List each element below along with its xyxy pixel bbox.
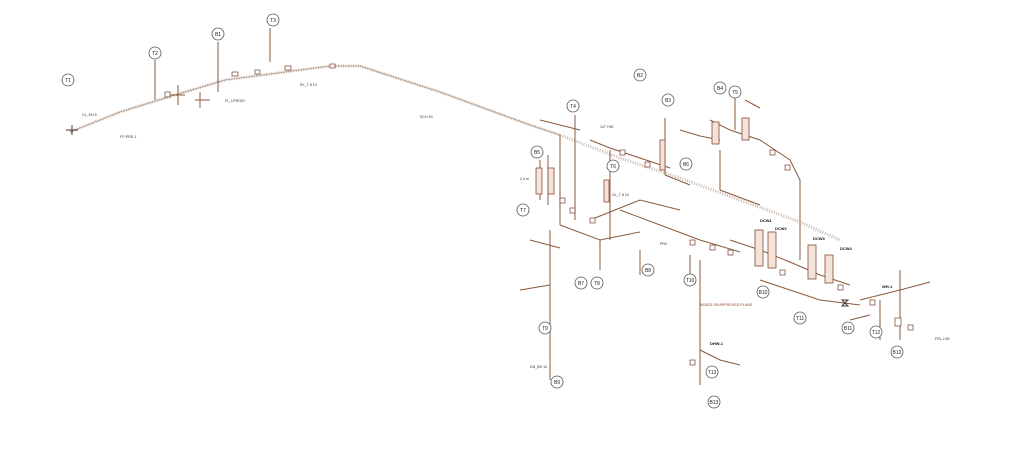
tag-bubble: B1	[211, 27, 225, 41]
tag-bubble: B6	[679, 157, 693, 171]
svg-text:T4: T4	[570, 104, 576, 110]
tag-bubble: B5	[530, 145, 544, 159]
svg-text:B10: B10	[759, 290, 768, 296]
tag-bubble: T2	[148, 46, 162, 60]
svg-text:T9: T9	[542, 326, 548, 332]
svg-text:T11: T11	[796, 316, 804, 322]
annotation-label: SCH 40	[420, 115, 433, 119]
svg-text:T10: T10	[686, 278, 695, 284]
annotation-label: DHW-1	[710, 341, 724, 346]
annotation-label: FL_LPRODI	[225, 99, 245, 103]
tag-bubble: T6	[606, 159, 620, 173]
tag-bubble: T10	[683, 273, 697, 287]
tag-bubble: T3	[266, 13, 280, 27]
tag-bubble: T13	[705, 365, 719, 379]
svg-text:T6: T6	[610, 164, 616, 170]
central-cluster	[519, 95, 931, 385]
svg-text:T13: T13	[708, 370, 717, 376]
left-branch	[66, 28, 360, 135]
tag-bubble: B7	[574, 276, 588, 290]
svg-text:T2: T2	[152, 51, 158, 57]
annotation-label: DCW3	[813, 236, 826, 241]
tag-bubble: B10	[756, 285, 770, 299]
tag-bubble: B4	[713, 81, 727, 95]
annotation-label: BASED ON APPROVED PLANS	[700, 303, 753, 307]
svg-text:B12: B12	[893, 350, 902, 356]
annotation-label: FP-PRD-1	[120, 135, 137, 139]
svg-text:B4: B4	[717, 86, 723, 92]
svg-text:B1: B1	[215, 32, 221, 38]
annotation-label: DCW4	[840, 246, 853, 251]
tag-bubble: T4	[566, 99, 580, 113]
annotation-label: FRL 2.80	[935, 337, 950, 341]
water-heater-block	[754, 229, 764, 267]
svg-text:B9: B9	[554, 380, 560, 386]
tag-bubble: B2	[633, 68, 647, 82]
svg-text:B13: B13	[710, 400, 719, 406]
tag-bubble: B9	[550, 375, 564, 389]
svg-text:B8: B8	[645, 268, 651, 274]
water-heater-block	[824, 254, 834, 284]
annotation-label: DCW2	[775, 226, 788, 231]
riser-block	[547, 167, 555, 195]
svg-text:T5: T5	[732, 90, 738, 96]
annotation-label: 1/2" HW	[600, 125, 614, 129]
pump-block	[741, 117, 750, 141]
pump-block	[711, 121, 720, 145]
tag-bubble: T7	[516, 203, 530, 217]
annotation-label: PRV	[660, 242, 668, 246]
svg-text:B7: B7	[578, 281, 584, 287]
svg-text:B5: B5	[534, 150, 540, 156]
annotation-label: 2.4 m	[520, 177, 529, 181]
tag-bubble: T11	[793, 311, 807, 325]
svg-text:B6: B6	[683, 162, 689, 168]
svg-text:T8: T8	[594, 281, 600, 287]
svg-text:T1: T1	[65, 78, 71, 84]
tag-bubble: B13	[707, 395, 721, 409]
water-heater-block	[807, 244, 817, 280]
riser-block	[535, 167, 543, 195]
annotation-label: DN_BH 10	[530, 365, 547, 369]
tag-bubble: B3	[661, 93, 675, 107]
annotation-label: CL_EN 5	[82, 113, 97, 117]
main-diagonal-pipe	[359, 64, 561, 137]
svg-text:T7: T7	[520, 208, 526, 214]
annotation-label: RL_T 8 10	[300, 83, 317, 87]
tag-bubble: T9	[538, 321, 552, 335]
svg-text:B11: B11	[844, 326, 853, 332]
tag-bubble: T5	[728, 85, 742, 99]
tag-bubble: B8	[641, 263, 655, 277]
annotations: CL_EN 5 FP-PRD-1 FL_LPRODI RL_T 8 10 DCW…	[82, 83, 950, 369]
tag-bubble: B12	[890, 345, 904, 359]
svg-text:B3: B3	[665, 98, 671, 104]
svg-text:B2: B2	[637, 73, 643, 79]
annotation-label: WH-1	[882, 284, 893, 289]
riser-block	[659, 139, 666, 171]
tag-bubble: T1	[61, 73, 75, 87]
water-heater-block	[767, 231, 777, 269]
tag-bubble: B11	[841, 321, 855, 335]
tag-bubbles: T1 T2 B1 T3 B2 T4 B3 B4 T5 B5 T6 B6 T7 B…	[61, 13, 904, 409]
annotation-label: GL_T 8 10	[612, 193, 629, 197]
tag-bubble: T8	[590, 276, 604, 290]
annotation-label: DCW1	[760, 218, 773, 223]
tag-bubble: T12	[869, 325, 883, 339]
riser-block	[603, 179, 610, 203]
svg-text:T3: T3	[270, 18, 276, 24]
svg-text:T12: T12	[872, 330, 881, 336]
